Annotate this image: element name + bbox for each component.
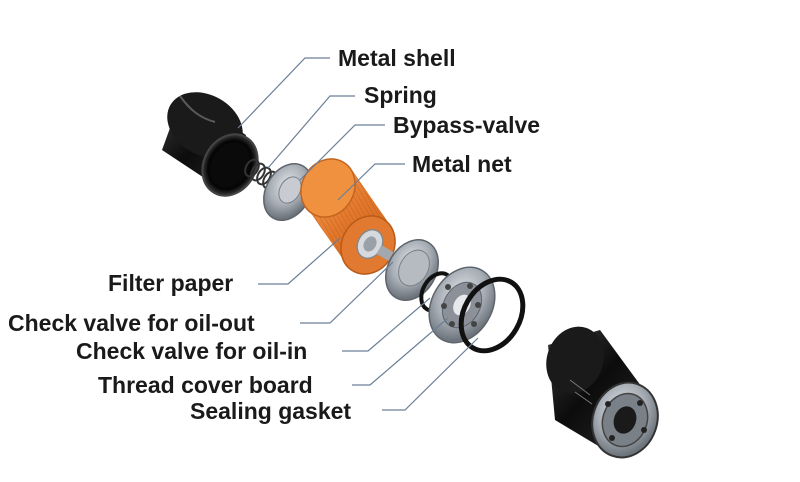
label-spring: Spring (364, 82, 437, 108)
leader-check-valve-out (300, 261, 394, 324)
label-thread-cover-board: Thread cover board (98, 372, 313, 398)
leader-lines (237, 57, 479, 411)
leader-sealing-gasket (382, 337, 479, 411)
leader-check-valve-in (342, 297, 431, 352)
leader-spring (267, 95, 355, 169)
leader-filter-paper (258, 237, 341, 285)
filter-paper-part (300, 158, 396, 275)
leader-metal-net (337, 163, 405, 201)
assembled-filter-part (546, 326, 659, 459)
sealing-gasket-part (458, 276, 526, 354)
label-filter-paper: Filter paper (108, 270, 233, 296)
leader-bypass-valve (299, 124, 385, 181)
metal-shell-part (162, 92, 259, 197)
label-metal-shell: Metal shell (338, 45, 456, 71)
leader-thread-cover (352, 317, 449, 386)
label-metal-net: Metal net (412, 151, 512, 177)
label-bypass-valve: Bypass-valve (393, 112, 540, 138)
label-check-valve-oil-out: Check valve for oil-out (8, 310, 255, 336)
label-check-valve-oil-in: Check valve for oil-in (76, 338, 307, 364)
leader-metal-shell (237, 57, 330, 129)
label-sealing-gasket: Sealing gasket (190, 398, 351, 424)
